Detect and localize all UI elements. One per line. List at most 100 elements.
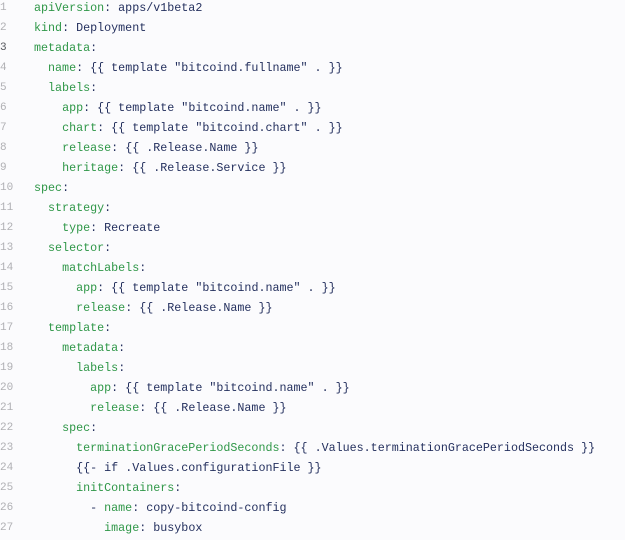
yaml-value: : copy-bitcoind-config — [132, 501, 287, 515]
code-line[interactable]: 8 release: {{ .Release.Name }} — [0, 138, 625, 158]
indent — [34, 221, 62, 235]
code-line[interactable]: 23 terminationGracePeriodSeconds: {{ .Va… — [0, 438, 625, 458]
indent — [34, 281, 76, 295]
line-content: initContainers: — [34, 478, 181, 498]
yaml-value: : {{ template "bitcoind.name" . }} — [111, 381, 350, 395]
yaml-value: : apps/v1beta2 — [104, 1, 203, 15]
indent — [34, 261, 62, 275]
indent — [34, 61, 48, 75]
yaml-key: release — [90, 401, 140, 415]
yaml-value: : — [104, 321, 112, 335]
indent — [34, 241, 48, 255]
yaml-value: : {{ template "bitcoind.chart" . }} — [97, 121, 343, 135]
code-line[interactable]: 24 {{- if .Values.configurationFile }} — [0, 458, 625, 478]
indent — [34, 481, 76, 495]
code-line[interactable]: 20 app: {{ template "bitcoind.name" . }} — [0, 378, 625, 398]
line-number: 6 — [0, 102, 7, 114]
yaml-value: : — [139, 261, 147, 275]
code-line[interactable]: 4 name: {{ template "bitcoind.fullname" … — [0, 58, 625, 78]
code-line[interactable]: 1 apiVersion: apps/v1beta2 — [0, 0, 625, 18]
yaml-value: : Deployment — [62, 21, 147, 35]
list-dash: - — [90, 501, 105, 515]
line-content: kind: Deployment — [34, 18, 146, 38]
code-line[interactable]: 15 app: {{ template "bitcoind.name" . }} — [0, 278, 625, 298]
line-number: 1 — [0, 2, 7, 14]
line-content: image: busybox — [34, 518, 202, 538]
yaml-value: : Recreate — [90, 221, 161, 235]
indent — [34, 121, 62, 135]
line-content: terminationGracePeriodSeconds: {{ .Value… — [34, 438, 595, 458]
yaml-key: labels — [48, 81, 91, 95]
line-number: 24 — [0, 462, 14, 474]
yaml-value: : {{ .Release.Service }} — [118, 161, 287, 175]
yaml-key: image — [104, 521, 140, 535]
code-line[interactable]: 9 heritage: {{ .Release.Service }} — [0, 158, 625, 178]
line-content: spec: — [34, 178, 69, 198]
code-line[interactable]: 25 initContainers: — [0, 478, 625, 498]
code-line[interactable]: 22 spec: — [0, 418, 625, 438]
yaml-value: : — [90, 81, 98, 95]
code-line[interactable]: 19 labels: — [0, 358, 625, 378]
line-content: matchLabels: — [34, 258, 146, 278]
indent — [34, 81, 48, 95]
yaml-key: heritage — [62, 161, 119, 175]
yaml-value: : {{ template "bitcoind.name" . }} — [83, 101, 322, 115]
line-content: {{- if .Values.configurationFile }} — [34, 458, 322, 478]
line-number: 25 — [0, 482, 14, 494]
code-line[interactable]: 13 selector: — [0, 238, 625, 258]
code-line[interactable]: 18 metadata: — [0, 338, 625, 358]
code-line[interactable]: 6 app: {{ template "bitcoind.name" . }} — [0, 98, 625, 118]
code-line[interactable]: 17 template: — [0, 318, 625, 338]
yaml-key: chart — [62, 121, 98, 135]
yaml-key: app — [76, 281, 98, 295]
code-line[interactable]: 5 labels: — [0, 78, 625, 98]
indent — [34, 301, 76, 315]
code-line[interactable]: 16 release: {{ .Release.Name }} — [0, 298, 625, 318]
line-number: 4 — [0, 62, 7, 74]
yaml-value: : {{ template "bitcoind.name" . }} — [97, 281, 336, 295]
code-line[interactable]: 21 release: {{ .Release.Name }} — [0, 398, 625, 418]
yaml-key: app — [62, 101, 84, 115]
line-number: 9 — [0, 162, 7, 174]
yaml-value: : busybox — [139, 521, 203, 535]
indent — [34, 321, 48, 335]
line-content: chart: {{ template "bitcoind.chart" . }} — [34, 118, 343, 138]
line-content: name: {{ template "bitcoind.fullname" . … — [34, 58, 343, 78]
yaml-key: app — [90, 381, 112, 395]
yaml-value: : {{ .Release.Name }} — [125, 301, 273, 315]
yaml-key: name — [48, 61, 77, 75]
line-content: heritage: {{ .Release.Service }} — [34, 158, 287, 178]
indent — [34, 161, 62, 175]
line-content: release: {{ .Release.Name }} — [34, 138, 258, 158]
line-number: 3 — [0, 42, 7, 54]
code-line[interactable]: 3 metadata: — [0, 38, 625, 58]
code-line[interactable]: 14 matchLabels: — [0, 258, 625, 278]
code-line[interactable]: 12 type: Recreate — [0, 218, 625, 238]
code-line[interactable]: 11 strategy: — [0, 198, 625, 218]
code-line[interactable]: 27 image: busybox — [0, 518, 625, 538]
line-content: type: Recreate — [34, 218, 160, 238]
yaml-value: : {{ .Release.Name }} — [111, 141, 259, 155]
yaml-value: : {{ template "bitcoind.fullname" . }} — [76, 61, 343, 75]
line-content: release: {{ .Release.Name }} — [34, 298, 273, 318]
yaml-value: : {{ .Values.terminationGracePeriodSecon… — [279, 441, 596, 455]
yaml-value: : {{ .Release.Name }} — [139, 401, 287, 415]
line-content: apiVersion: apps/v1beta2 — [34, 0, 202, 18]
code-line[interactable]: 26 - name: copy-bitcoind-config — [0, 498, 625, 518]
yaml-value: {{- if .Values.configurationFile }} — [76, 461, 322, 475]
line-content: spec: — [34, 418, 97, 438]
code-line[interactable]: 7 chart: {{ template "bitcoind.chart" . … — [0, 118, 625, 138]
line-content: strategy: — [34, 198, 111, 218]
yaml-key: initContainers — [76, 481, 175, 495]
line-number: 8 — [0, 142, 7, 154]
yaml-key: spec — [34, 181, 63, 195]
line-number: 13 — [0, 242, 14, 254]
line-content: app: {{ template "bitcoind.name" . }} — [34, 278, 336, 298]
line-content: release: {{ .Release.Name }} — [34, 398, 287, 418]
yaml-value: : — [90, 41, 98, 55]
line-content: metadata: — [34, 38, 97, 58]
